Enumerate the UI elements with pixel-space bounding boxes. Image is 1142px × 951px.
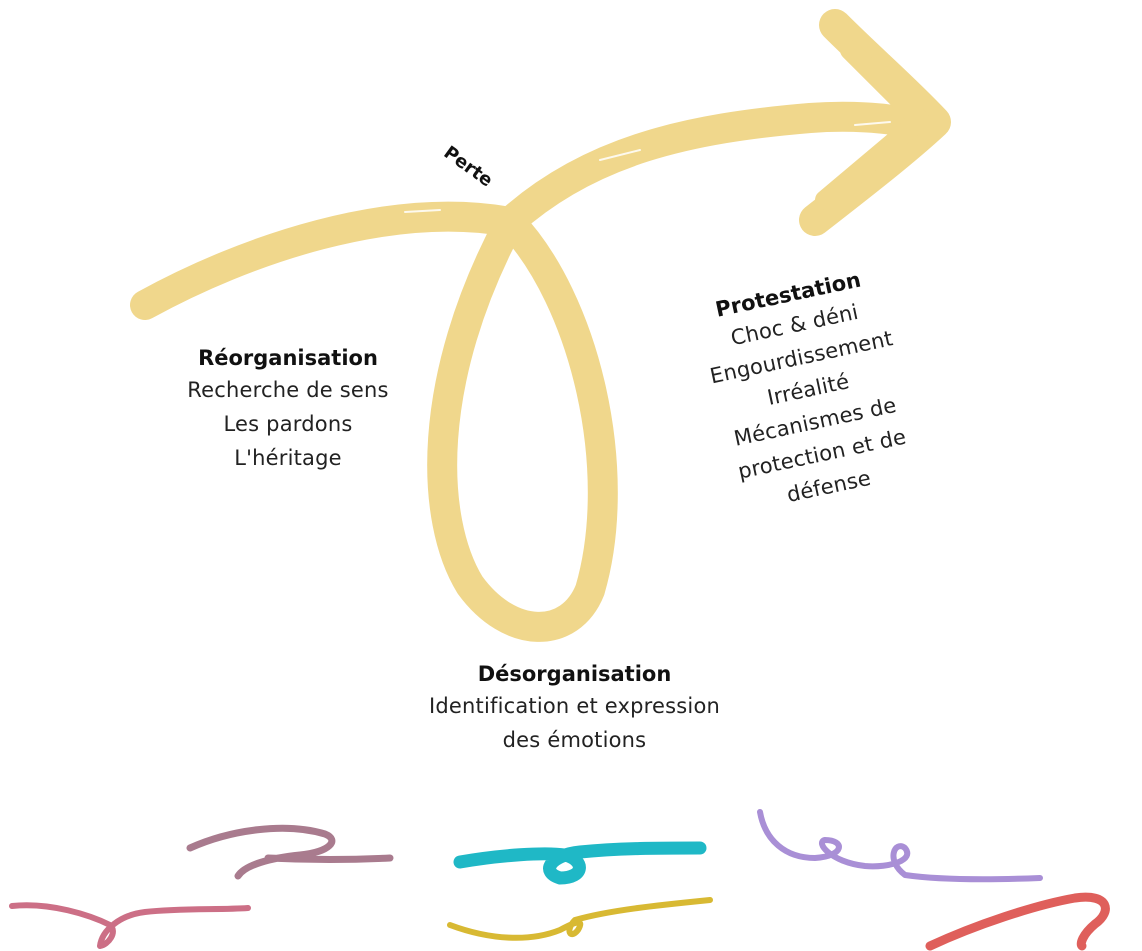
- swirl-mauve: [186, 824, 394, 880]
- reorganisation-title: Réorganisation: [198, 346, 378, 370]
- desorganisation-line: des émotions: [502, 728, 647, 752]
- swirl-lavender: [757, 809, 1043, 883]
- swirl-pink: [9, 902, 251, 949]
- swirl-cyan: [453, 841, 707, 885]
- desorganisation-block: Désorganisation Identification et expres…: [412, 659, 737, 757]
- arrow-highlights: [404, 121, 891, 213]
- decorative-swirls: [9, 809, 1110, 951]
- swirl-yellow: [447, 897, 713, 941]
- loop-arrow: [130, 9, 951, 642]
- desorganisation-title: Désorganisation: [477, 662, 672, 686]
- reorganisation-block: Réorganisation Recherche de sens Les par…: [168, 343, 408, 475]
- reorganisation-line: Recherche de sens: [187, 378, 389, 402]
- loop-arrow-body: [130, 101, 920, 642]
- desorganisation-line: Identification et expression: [428, 694, 721, 718]
- reorganisation-line: Les pardons: [223, 412, 353, 436]
- reorganisation-line: L'héritage: [234, 446, 342, 470]
- swirl-coral: [925, 892, 1110, 951]
- loop-arrow-head-fill: [815, 40, 930, 210]
